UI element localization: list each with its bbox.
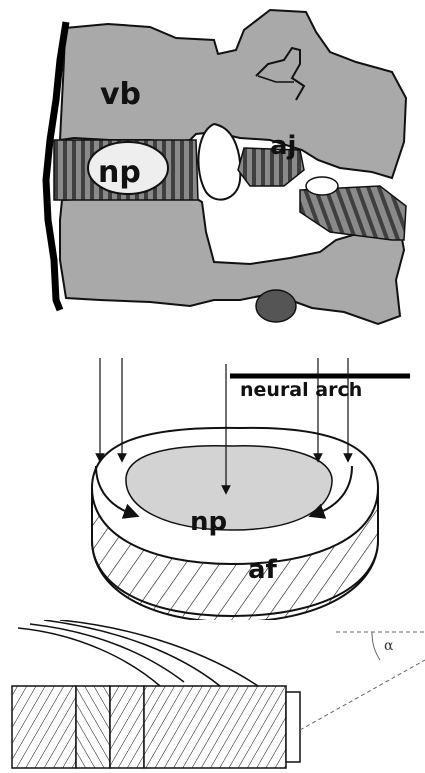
lamella-block-2 xyxy=(76,686,110,768)
lamella-end-cap xyxy=(286,692,300,762)
lamella-arc-1 xyxy=(18,628,160,686)
label-af: af xyxy=(248,555,278,585)
angle-ref-slant xyxy=(300,660,425,730)
motion-segment-panel: vb np aj xyxy=(0,0,425,340)
lamella-block-3 xyxy=(110,686,144,768)
label-vb: vb xyxy=(100,77,141,112)
lamellae-diagram: α xyxy=(0,620,425,773)
lamella-arc-4 xyxy=(60,620,258,686)
lamellae-panel: α xyxy=(0,620,425,773)
lamella-block-4 xyxy=(144,686,286,768)
joint-space xyxy=(306,177,338,195)
lamella-block-1 xyxy=(12,686,76,768)
label-alpha: α xyxy=(384,638,394,654)
nucleus-region xyxy=(126,446,332,530)
spinous-process-tip xyxy=(256,290,296,322)
label-np-top: np xyxy=(98,155,141,190)
label-neural-arch: neural arch xyxy=(240,379,362,401)
motion-segment-diagram: vb np aj xyxy=(0,0,425,340)
disc-loading-diagram: neural arch np af xyxy=(0,340,425,620)
label-aj: aj xyxy=(270,131,296,161)
disc-loading-panel: neural arch np af xyxy=(0,340,425,620)
label-np-mid: np xyxy=(190,507,227,537)
angle-arc xyxy=(372,632,380,660)
